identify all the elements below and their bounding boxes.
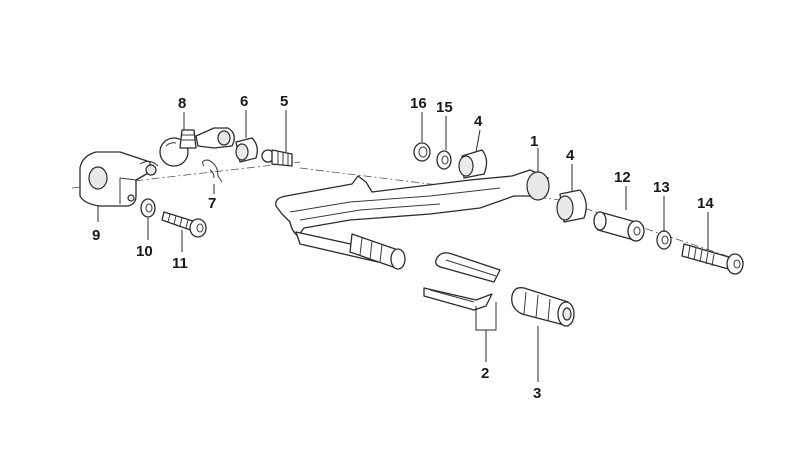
callout-6: 6 xyxy=(240,93,248,110)
part-8-ball-joint xyxy=(159,127,235,167)
part-10-washer xyxy=(140,198,156,218)
callout-5: 5 xyxy=(280,93,288,110)
callout-14: 14 xyxy=(697,195,714,212)
callout-16: 16 xyxy=(410,95,427,112)
callout-11: 11 xyxy=(172,255,188,272)
callout-labels: 1 2 3 4 4 5 6 7 8 9 10 11 12 13 14 15 16 xyxy=(92,93,714,402)
callout-7: 7 xyxy=(208,195,216,212)
callout-1: 1 xyxy=(530,133,538,150)
part-4-bushing-upper xyxy=(458,149,488,179)
part-6-bushing xyxy=(235,137,258,163)
part-14-bolt xyxy=(681,243,744,275)
part-15-washer xyxy=(436,150,452,170)
callout-8: 8 xyxy=(178,95,186,112)
part-2-rubber-cover xyxy=(423,252,501,311)
callout-4-upper: 4 xyxy=(474,113,483,130)
lever-foot-peg xyxy=(349,233,406,270)
leader-lines xyxy=(97,110,709,382)
part-11-bolt xyxy=(161,211,207,238)
part-13-washer xyxy=(656,230,672,250)
part-3-foot-peg-rubber xyxy=(511,287,575,327)
part-7-spring-clip xyxy=(202,159,223,183)
part-9-clamp-bracket xyxy=(79,151,159,207)
part-16-circlip xyxy=(413,142,431,162)
callout-4-lower: 4 xyxy=(566,147,575,164)
callout-3: 3 xyxy=(533,385,541,402)
callout-2: 2 xyxy=(481,365,489,382)
callout-9: 9 xyxy=(92,227,100,244)
callout-15: 15 xyxy=(436,99,453,116)
part-12-sleeve xyxy=(593,211,645,242)
callout-10: 10 xyxy=(136,243,153,260)
part-5-pin xyxy=(261,149,293,167)
callout-12: 12 xyxy=(614,169,631,186)
callout-13: 13 xyxy=(653,179,670,196)
part-1-pedal-lever xyxy=(275,169,550,263)
part-4-bushing-lower xyxy=(556,189,587,223)
